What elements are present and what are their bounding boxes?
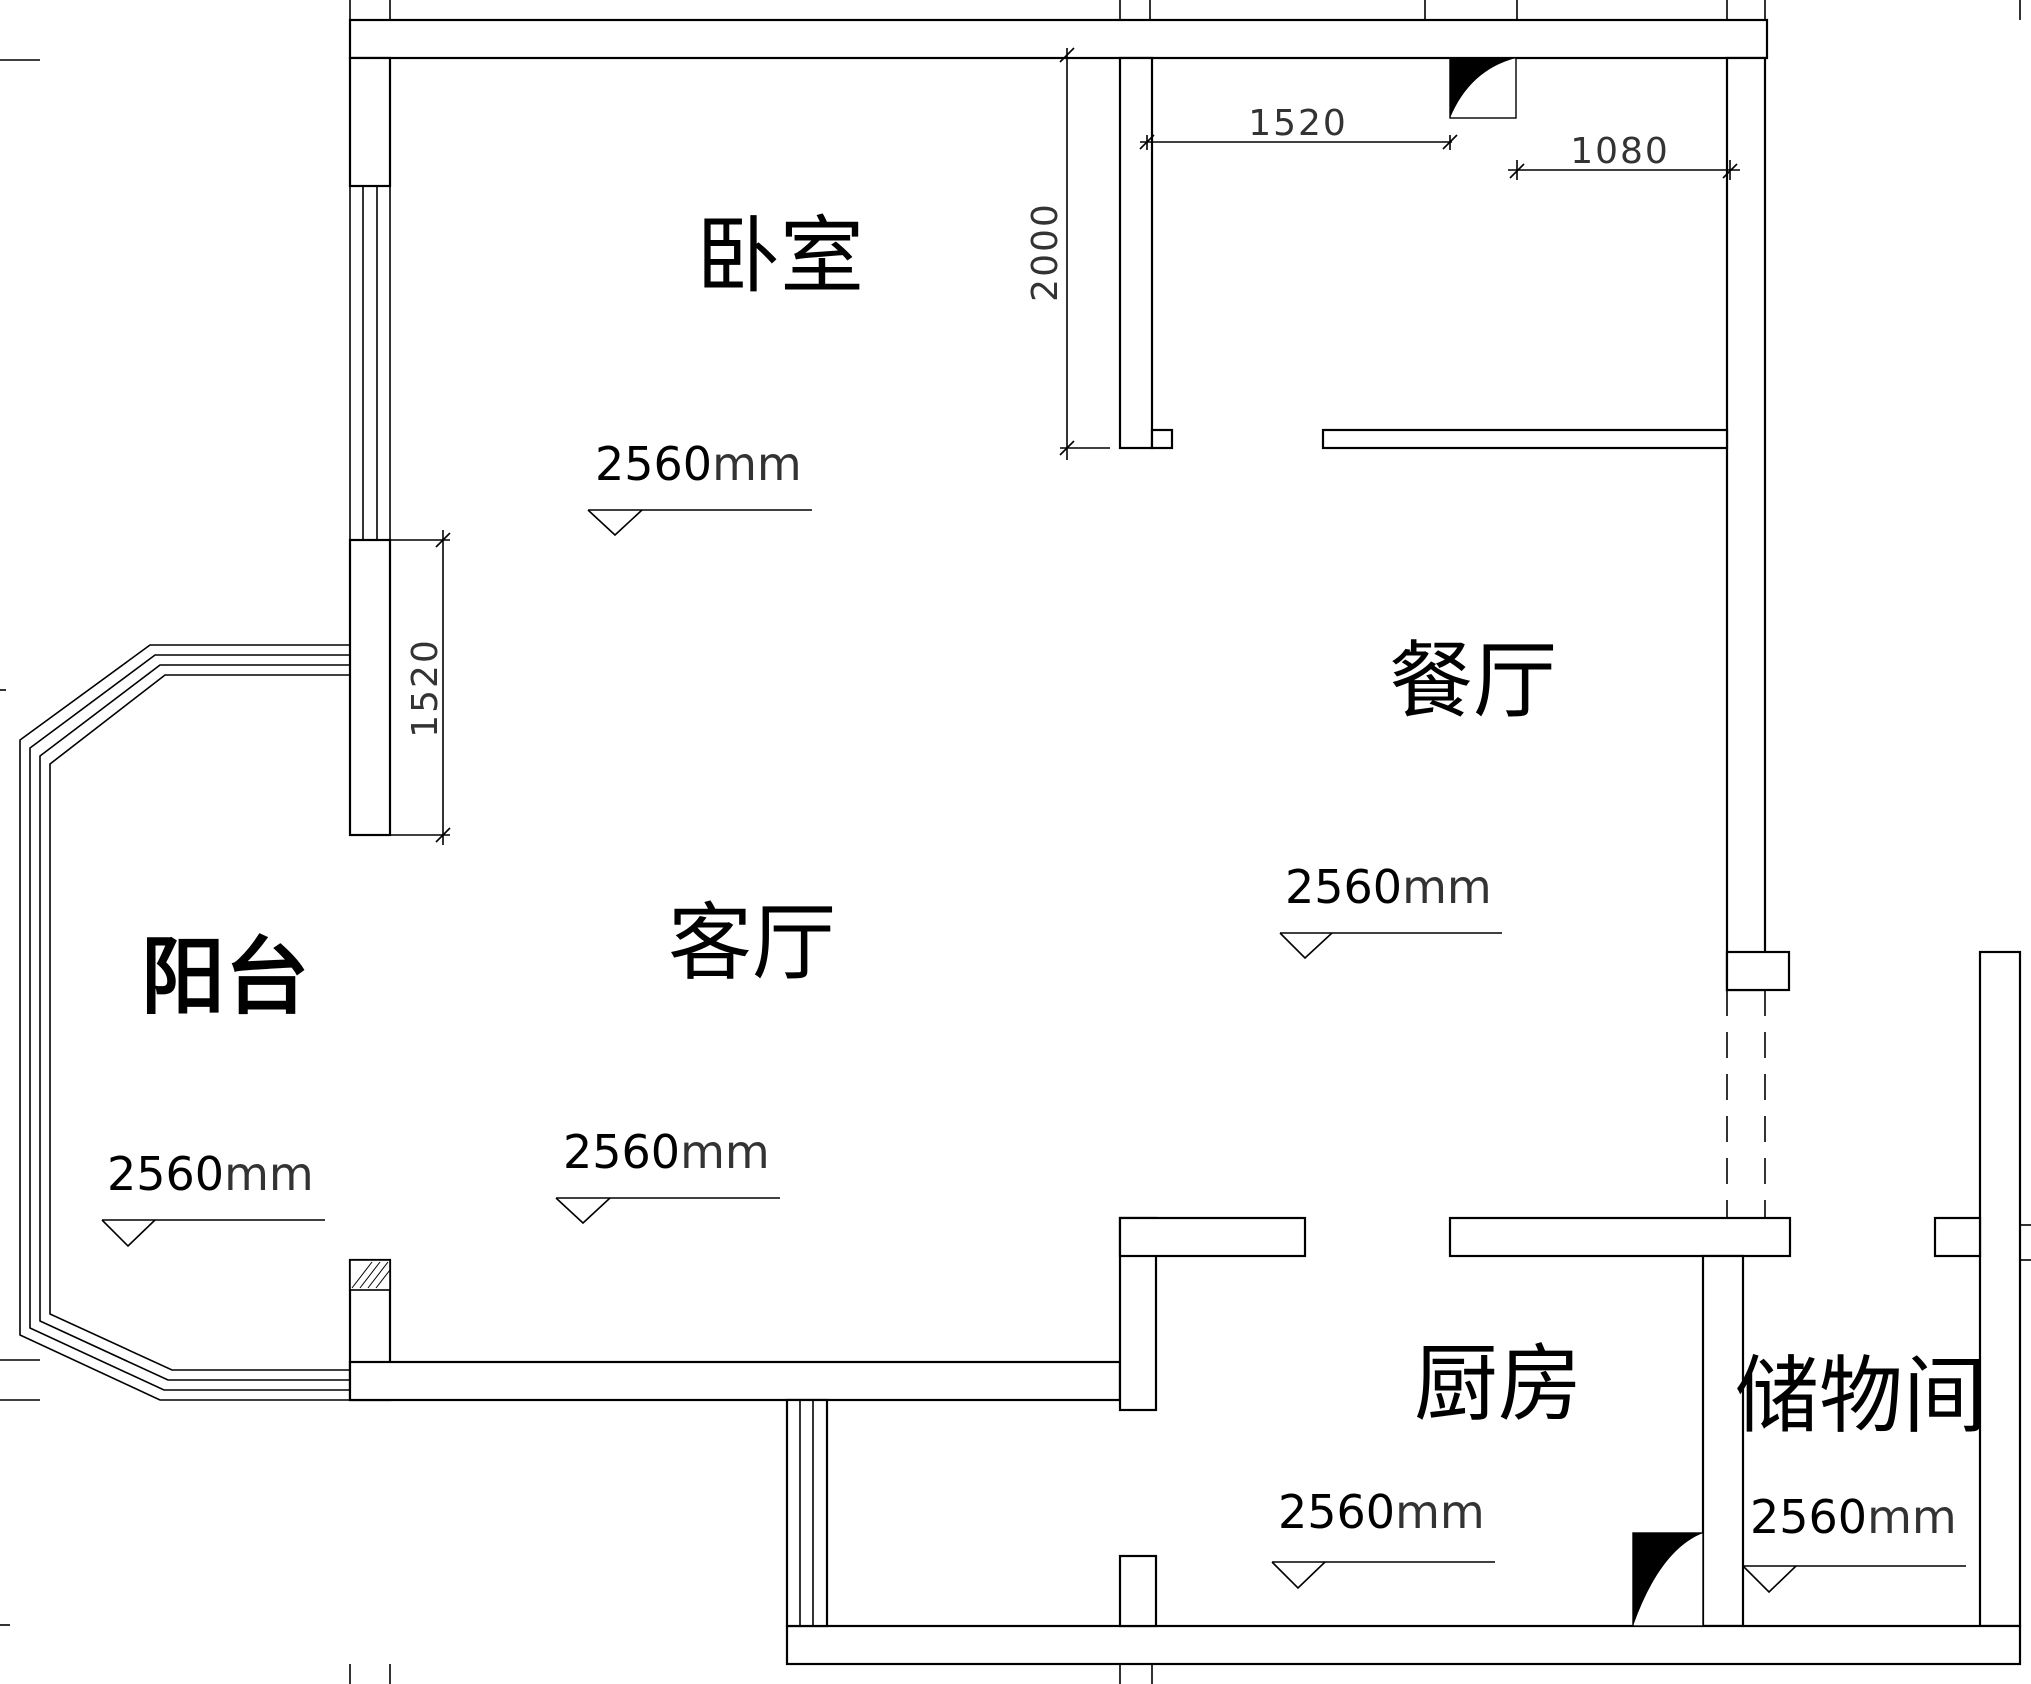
walls (348, 18, 2022, 1666)
wall-storage-right (1978, 950, 2022, 1628)
level-marker-dining: 2560mm (1279, 860, 1502, 960)
svg-text:2560mm: 2560mm (1278, 1485, 1485, 1539)
wall-right (1725, 56, 1767, 992)
svg-text:2560mm: 2560mm (1750, 1490, 1957, 1544)
wall-kitchen-stub (1118, 1554, 1158, 1628)
svg-text:2560mm: 2560mm (595, 437, 802, 491)
dim-1080-label: 1080 (1570, 131, 1670, 172)
level-marker-storage: 2560mm (1742, 1490, 1966, 1594)
level-marker-bedroom: 2560mm (587, 437, 812, 537)
dim-1520-top (1139, 134, 1458, 150)
bottom-extension-lines (349, 1664, 1153, 1684)
dim-1520-left (390, 530, 451, 845)
dim-1520-top-label: 1520 (1248, 103, 1348, 144)
wall-left-pier (348, 538, 392, 837)
dim-2000-label: 2000 (1025, 202, 1066, 302)
top-extension-lines (349, 0, 2021, 20)
wall-kitchen-upper (1448, 1216, 1792, 1258)
dim-1520-left-label: 1520 (405, 638, 446, 738)
room-balcony-label: 阳台 (141, 928, 309, 1026)
left-extension-lines (0, 59, 2031, 1626)
room-bedroom-label: 卧室 (696, 207, 864, 305)
wall-left-upper (348, 56, 392, 188)
balcony-outline (19, 644, 350, 1401)
svg-text:2560mm: 2560mm (1285, 860, 1492, 914)
wall-kitchen-left (785, 1398, 829, 1628)
room-kitchen-label: 厨房 (1414, 1335, 1582, 1433)
wall-bedroom-partition (1118, 56, 1154, 450)
flue-marker-kitchen (1632, 1532, 1704, 1627)
wall-dining-upper (1321, 428, 1729, 450)
dim-1080 (1508, 160, 1740, 180)
dim-2000 (1059, 47, 1110, 460)
level-marker-living: 2560mm (555, 1125, 780, 1225)
level-marker-balcony: 2560mm (101, 1147, 325, 1248)
wall-storage-stub (1933, 1216, 1982, 1258)
wall-living-bottom (348, 1360, 1122, 1402)
wall-right-jamb (1725, 950, 1791, 992)
room-storage-label: 储物间 (1735, 1347, 1987, 1445)
svg-text:2560mm: 2560mm (107, 1147, 314, 1201)
flue-marker-top (1449, 57, 1517, 119)
wall-kitchen-storage (1701, 1254, 1745, 1628)
wall-partition-stub (1150, 428, 1174, 450)
window-kitchen-left (799, 1400, 814, 1626)
room-dining-label: 餐厅 (1389, 632, 1557, 730)
hatched-column (349, 1259, 391, 1291)
svg-text:2560mm: 2560mm (563, 1125, 770, 1179)
window-left-upper (349, 186, 391, 540)
wall-step-horizontal (1118, 1216, 1307, 1258)
wall-kitchen-bottom (785, 1624, 2022, 1666)
wall-top (348, 18, 1769, 60)
level-marker-kitchen: 2560mm (1271, 1485, 1495, 1590)
opening-right (1726, 990, 1766, 1218)
room-living-label: 客厅 (668, 894, 836, 992)
